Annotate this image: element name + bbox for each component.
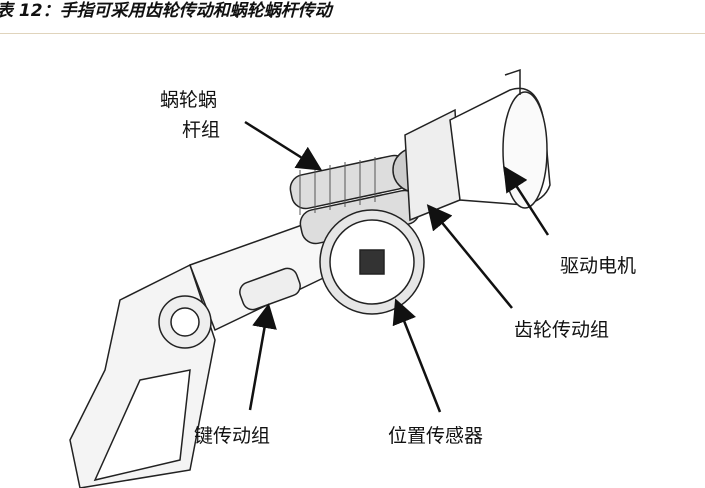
label-worm-gear-line1: 蜗轮蜗 — [160, 89, 218, 111]
arrow-gear — [426, 204, 513, 309]
label-position-sensor: 位置传感器 — [388, 425, 484, 447]
key-drive — [239, 267, 301, 311]
caption-divider — [0, 33, 705, 34]
arrow-motor — [503, 165, 550, 236]
label-worm-gear-line2: 杆组 — [182, 119, 221, 141]
figure-caption: 表 12：手指可采用齿轮传动和蜗轮蜗杆传动 — [0, 1, 332, 21]
label-drive-motor: 驱动电机 — [560, 255, 637, 277]
arrow-worm — [244, 120, 323, 171]
label-gear-drive: 齿轮传动组 — [514, 319, 610, 341]
label-key-drive: 键传动组 — [194, 425, 271, 447]
arrow-key — [248, 303, 277, 411]
arrow-sensor — [392, 298, 442, 413]
